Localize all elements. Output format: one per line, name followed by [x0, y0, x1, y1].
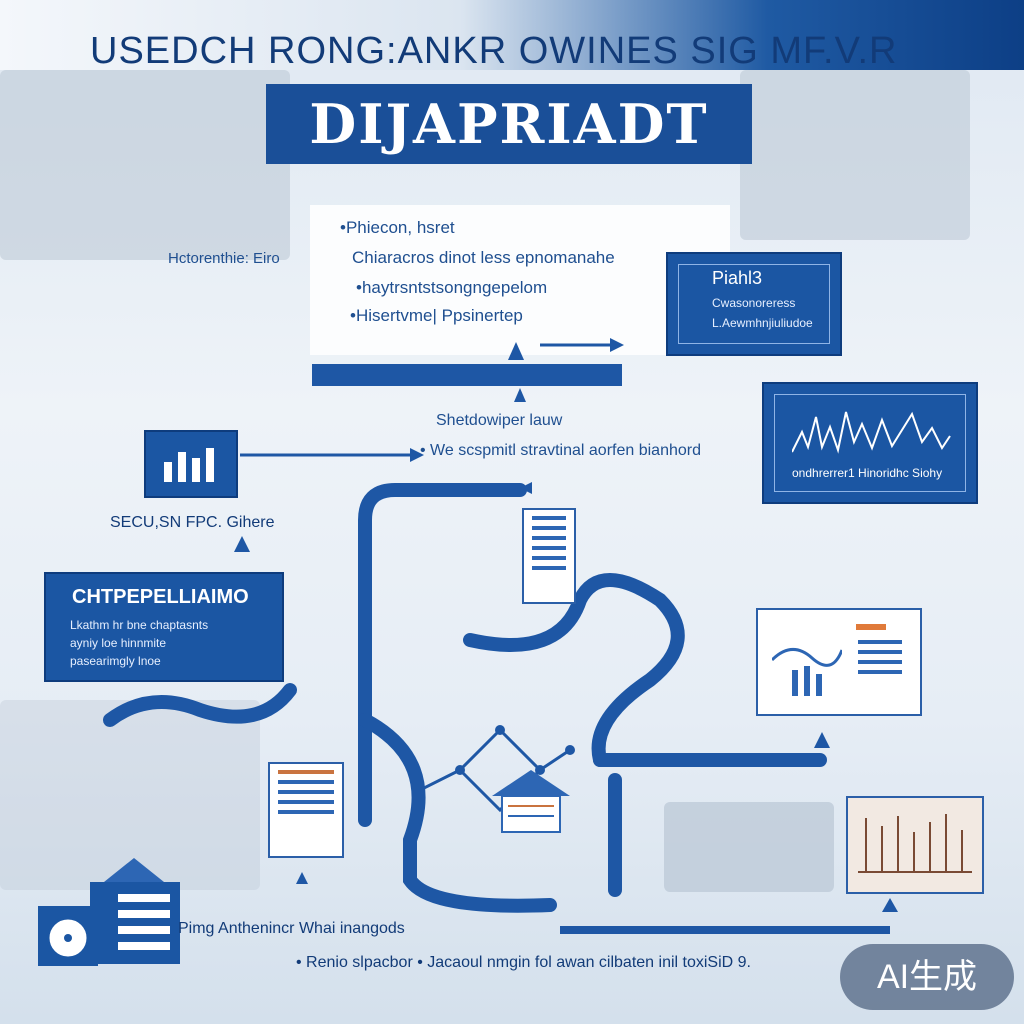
- ai-generated-badge: AI生成: [840, 944, 1014, 1010]
- flow-path: [463, 573, 685, 767]
- grid-bars-icon: [858, 814, 972, 873]
- bottom-line-1: Pimg Anthenincr Whai inangods: [178, 920, 405, 937]
- center-line-3: •haytrsntstsongngepelom: [356, 278, 548, 297]
- arrow-icon: [610, 338, 624, 352]
- info-box-frame: [678, 264, 830, 344]
- disc-icon: [38, 906, 98, 966]
- chart-box-caption: ondhrerrer1 Hinoridhc Siohy: [792, 466, 943, 480]
- info-box-left: CHTPEPELLIAIMO Lkathm hr bne chaptasnts …: [44, 572, 284, 682]
- info-box-line-2: L.Aewmhnjiuliudoe: [712, 316, 813, 330]
- background-photo: [0, 700, 260, 890]
- building-icon: [90, 858, 180, 964]
- bottom-line-2: • Renio slpacbor • Jacaoul nmgin fol awa…: [296, 954, 751, 971]
- center-line-1: •Phiecon, hsret: [340, 218, 455, 237]
- background-photo: [740, 70, 970, 240]
- team-photo: [664, 802, 834, 892]
- waveform-chart-icon: [792, 411, 951, 454]
- flow-path: [358, 483, 527, 827]
- arrow-icon: [296, 872, 308, 884]
- document-icon: [522, 508, 576, 604]
- page-headline: USEDCH RONG:ANKR OWINES SIG MF.V.R: [90, 30, 898, 72]
- info-box-right: Piahl3 Cwasonoreress L.Aewmhnjiuliudoe: [666, 252, 842, 356]
- flow-path: [103, 683, 297, 727]
- chart-icon: [772, 648, 842, 696]
- page-title: DIJAPRIADT: [266, 84, 752, 164]
- info-box-left-line-2: ayniy loe hinnmite: [70, 636, 167, 650]
- arrow-icon: [234, 536, 250, 552]
- center-panel: [310, 205, 730, 355]
- mid-caption-2: • We scspmitl stravtinal aorfen bianhord: [420, 442, 701, 459]
- arrow-icon: [520, 482, 532, 494]
- arrow-icon: [410, 448, 424, 462]
- info-box-left-line-3: pasearimgly lnoe: [70, 654, 161, 668]
- center-line-4: •Hisertvme| Ppsinertep: [350, 306, 523, 325]
- bar-chart-icon: [164, 448, 214, 482]
- mid-caption-1: Shetdowiper lauw: [436, 412, 563, 429]
- monitor-icon: [756, 608, 922, 716]
- header-band: [0, 0, 1024, 70]
- left-small-label: SECU,SN FPC. Gihere: [110, 514, 275, 531]
- document-icon: [268, 762, 344, 858]
- center-line-2: Chiaracros dinot less epnomanahe: [352, 248, 615, 267]
- monitor-accent-bar: [856, 624, 886, 630]
- info-box-title: Piahl3: [712, 268, 763, 288]
- info-box-line-1: Cwasonoreress: [712, 296, 796, 310]
- info-box-left-title: CHTPEPELLIAIMO: [72, 586, 249, 608]
- arrow-icon: [514, 388, 526, 402]
- dashboard-icon-tile: [144, 430, 238, 498]
- house-icon: [492, 770, 570, 833]
- flow-path: [358, 713, 557, 913]
- monitor-text-lines: [850, 634, 910, 680]
- network-icon: [420, 725, 575, 813]
- arrow-icon: [814, 732, 830, 748]
- chart-box-frame: [774, 394, 966, 492]
- center-panel-bar: [312, 364, 622, 386]
- arrow-icon: [508, 342, 524, 360]
- grid-chart-icon: [846, 796, 984, 894]
- chart-box: ondhrerrer1 Hinoridhc Siohy: [762, 382, 978, 504]
- arrow-icon: [882, 898, 898, 912]
- left-label: Hctorenthie: Eiro: [168, 250, 280, 267]
- background-photo: [0, 70, 290, 260]
- info-box-left-line-1: Lkathm hr bne chaptasnts: [70, 618, 209, 632]
